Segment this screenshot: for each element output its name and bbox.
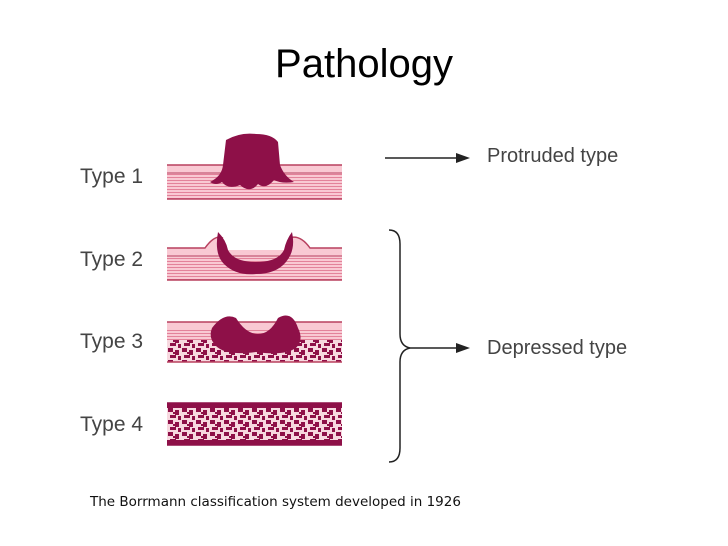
caption: The Borrmann classification system devel… — [90, 494, 461, 510]
depressed-type-label: Depressed type — [487, 337, 628, 359]
slide-title: Pathology — [275, 42, 453, 86]
type-3-label: Type 3 — [80, 330, 144, 353]
type-4-illustration — [167, 402, 342, 446]
type-2-label: Type 2 — [80, 248, 144, 271]
type-1-label: Type 1 — [80, 165, 144, 188]
type-1-illustration — [167, 133, 342, 200]
depressed-brace — [388, 229, 411, 463]
type-2-tumor — [216, 232, 294, 275]
type-3-illustration — [167, 315, 342, 363]
type-2-illustration — [167, 232, 342, 281]
type-3-tumor — [210, 315, 301, 354]
type-4-label: Type 4 — [80, 413, 144, 436]
protruded-type-label: Protruded type — [487, 145, 619, 167]
protruded-arrow — [385, 153, 470, 163]
depressed-arrow — [410, 343, 470, 353]
type-1-tumor — [210, 133, 294, 190]
